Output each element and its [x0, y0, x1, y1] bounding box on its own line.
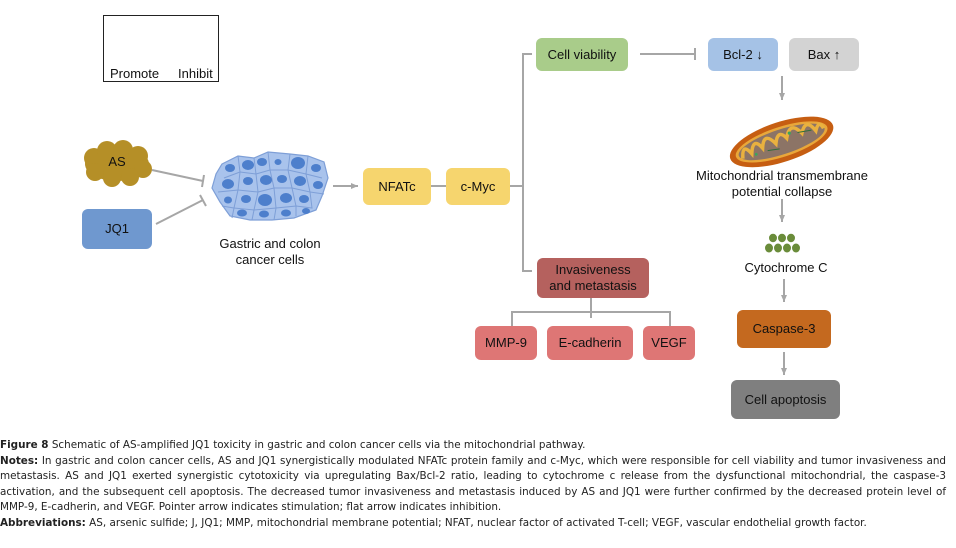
cancer-cells-label-line1: Gastric and colon	[219, 236, 321, 251]
cell-viability-node: Cell viability	[536, 38, 628, 71]
cancer-cells-illustration	[210, 148, 330, 224]
vegf-label: VEGF	[651, 335, 687, 350]
cancer-cells-label: Gastric and colon cancer cells	[205, 236, 335, 268]
as-inhibit-bar	[201, 174, 205, 188]
abbreviations-text: AS, arsenic sulfide; J, JQ1; MMP, mitoch…	[85, 516, 867, 529]
ecadherin-node: E-cadherin	[547, 326, 633, 360]
caspase3-node: Caspase-3	[737, 310, 831, 348]
bax-node: Bax ↑	[789, 38, 859, 71]
notes-label: Notes:	[0, 454, 39, 467]
mitochondrion-illustration	[725, 110, 837, 170]
jq1-inhibit-bar	[199, 194, 207, 207]
mito-collapse-line2: potential collapse	[731, 184, 833, 199]
cytochrome-molecules-icon	[765, 233, 800, 253]
cancer-cells-label-line2: cancer cells	[235, 252, 305, 267]
cloud-icon	[84, 140, 152, 187]
figure-label: Figure 8	[0, 439, 49, 451]
bcl2-node: Bcl-2 ↓	[708, 38, 778, 71]
invasiveness-fanout	[511, 311, 671, 326]
as-node: AS	[80, 140, 154, 188]
mitochondrion-icon	[729, 116, 834, 168]
vegf-node: VEGF	[643, 326, 695, 360]
ecadherin-label: E-cadherin	[558, 335, 622, 350]
cell-apoptosis-label: Cell apoptosis	[744, 391, 827, 407]
legend-inhibit-label: Inhibit	[178, 66, 213, 81]
cmyc-label: c-Myc	[460, 178, 496, 194]
mmp9-node: MMP-9	[475, 326, 537, 360]
as-label: AS	[108, 154, 126, 169]
cmyc-node: c-Myc	[446, 168, 510, 205]
cytochrome-c-dots	[764, 232, 804, 256]
caspase3-label: Caspase-3	[752, 321, 816, 336]
cell-apoptosis-node: Cell apoptosis	[731, 380, 840, 419]
mmp9-label: MMP-9	[485, 335, 527, 350]
invasiveness-node: Invasiveness and metastasis	[537, 258, 649, 298]
invasiveness-label-line1: Invasiveness	[555, 262, 631, 277]
abbreviations-paragraph: Abbreviations: AS, arsenic sulfide; J, J…	[0, 516, 946, 532]
jq1-inhibit-line	[155, 199, 204, 225]
nfatc-label: NFATc	[378, 178, 416, 194]
cytochrome-c-label: Cytochrome C	[744, 260, 828, 275]
figure-title-line: Figure 8 Schematic of AS-amplified JQ1 t…	[0, 438, 946, 454]
notes-paragraph: Notes: In gastric and colon cancer cells…	[0, 454, 946, 516]
bax-label: Bax ↑	[807, 46, 841, 62]
as-inhibit-line	[151, 169, 204, 182]
cell-viability-label: Cell viability	[547, 46, 617, 62]
jq1-label: JQ1	[105, 221, 129, 236]
bcl2-label: Bcl-2 ↓	[723, 46, 763, 62]
figure-title: Schematic of AS-amplified JQ1 toxicity i…	[48, 439, 586, 451]
nfatc-node: NFATc	[363, 168, 431, 205]
jq1-node: JQ1	[82, 209, 152, 249]
legend-promote-label: Promote	[110, 66, 160, 81]
figure-caption: Figure 8 Schematic of AS-amplified JQ1 t…	[0, 438, 946, 532]
mito-collapse-line1: Mitochondrial transmembrane	[696, 168, 868, 183]
legend-box: Promote Inhibit	[103, 15, 219, 82]
abbreviations-label: Abbreviations:	[0, 516, 86, 529]
invasiveness-label-line2: and metastasis	[549, 278, 637, 293]
branch-bracket	[522, 53, 532, 272]
notes-text: In gastric and colon cancer cells, AS an…	[0, 454, 946, 514]
mito-collapse-label: Mitochondrial transmembrane potential co…	[690, 168, 874, 200]
